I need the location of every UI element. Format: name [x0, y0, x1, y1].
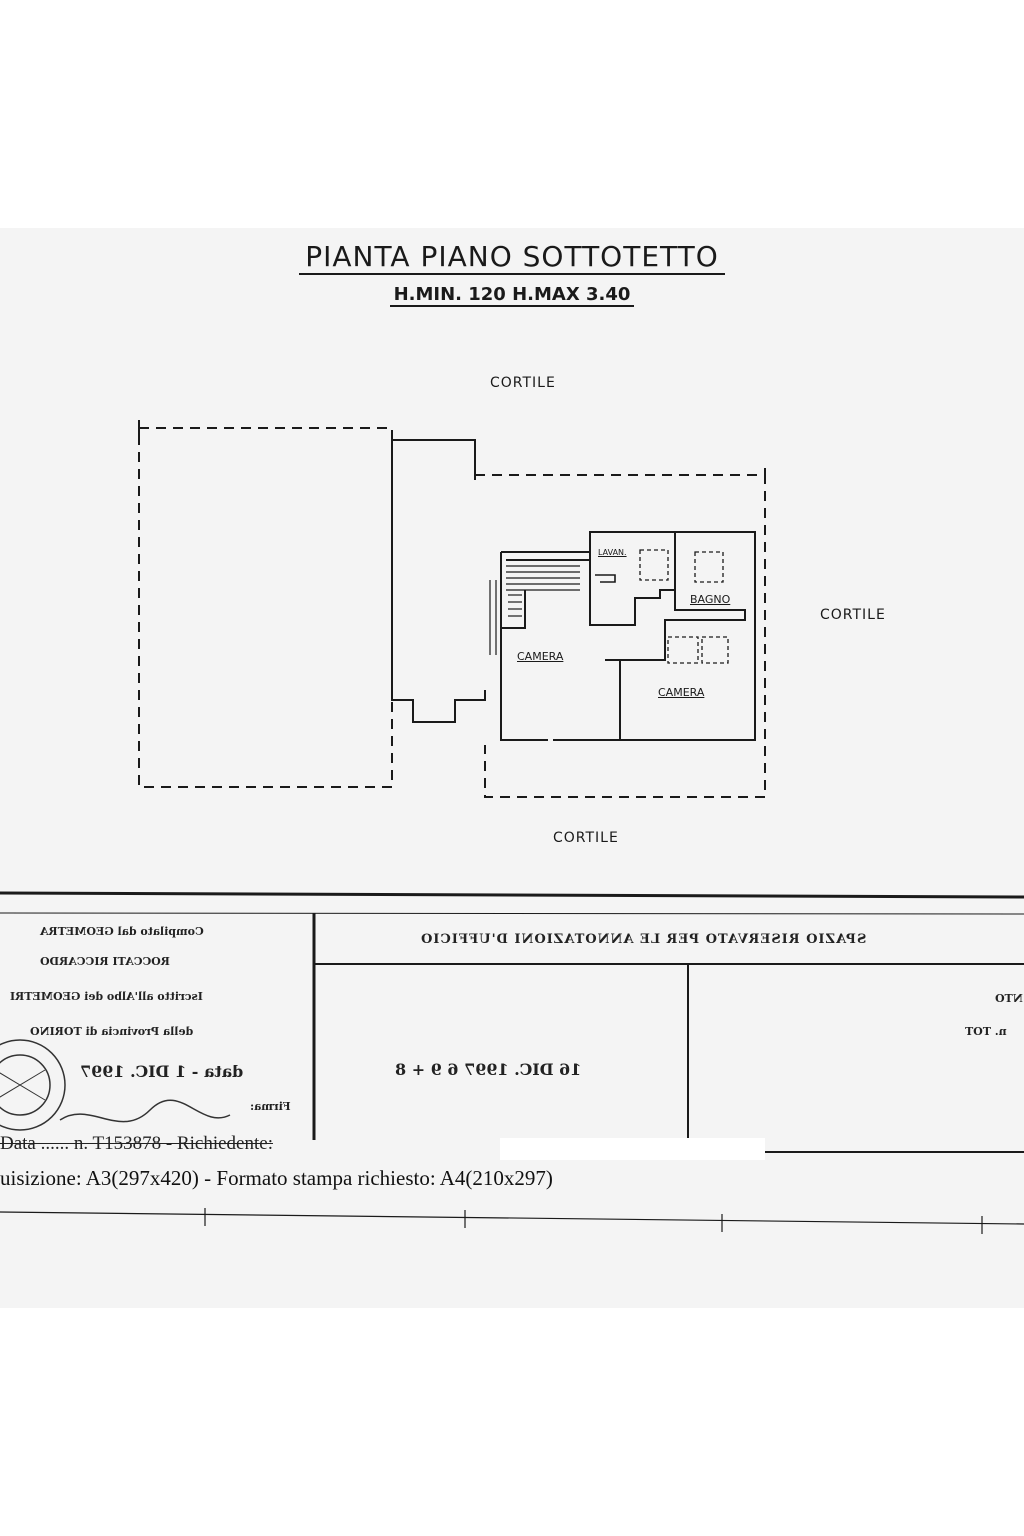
middle-walls	[391, 439, 486, 723]
stamp-line-4: della Provincia di TORINO	[30, 1025, 194, 1038]
internal-walls	[589, 532, 746, 740]
room-label-lavanderia: LAVAN.	[598, 548, 627, 557]
stamp-line-6: Firma:	[250, 1100, 291, 1113]
scanned-sheet	[0, 228, 1024, 1308]
cortile-label-bottom: CORTILE	[553, 830, 619, 846]
office-box-fragment-2: n. TOT	[965, 1025, 1007, 1038]
room-label-bagno: BAGNO	[690, 593, 731, 606]
right-building-outline	[475, 474, 766, 798]
stamp-line-5: data - 1 DIC. 1997	[80, 1062, 244, 1081]
cortile-label-right: CORTILE	[820, 607, 886, 623]
left-building-outline	[138, 427, 393, 788]
office-box-entry: 16 DIC. 1997 6 9 + 8	[395, 1060, 582, 1079]
room-label-camera-right: CAMERA	[658, 686, 705, 699]
stair-box	[500, 552, 590, 629]
office-box-fragment-1: NTO	[995, 992, 1023, 1005]
office-box-header: SPAZIO RISERVATO PER LE ANNOTAZIONI D'UF…	[420, 932, 867, 947]
footer-data-line: Data ...... n. T153878 - Richiedente:	[0, 1133, 273, 1154]
seal-icon	[0, 1039, 66, 1131]
plan-title: PIANTA PIANO SOTTOTETTO	[0, 240, 1024, 275]
signature-icon	[59, 1099, 231, 1123]
footer-format-line: uisizione: A3(297x420) - Formato stampa …	[0, 1166, 553, 1190]
cortile-label-top: CORTILE	[490, 375, 556, 391]
stamp-line-2: ROCCATI RICCARDO	[40, 955, 170, 968]
plan-subtitle: H.MIN. 120 H.MAX 3.40	[0, 284, 1024, 307]
stamp-line-1: Compilato dal GEOMETRA	[40, 925, 204, 938]
redaction-box	[500, 1138, 765, 1160]
room-label-camera-left: CAMERA	[517, 650, 564, 663]
stamp-line-3: Iscritto all'Albo dei GEOMETRI	[10, 990, 203, 1003]
